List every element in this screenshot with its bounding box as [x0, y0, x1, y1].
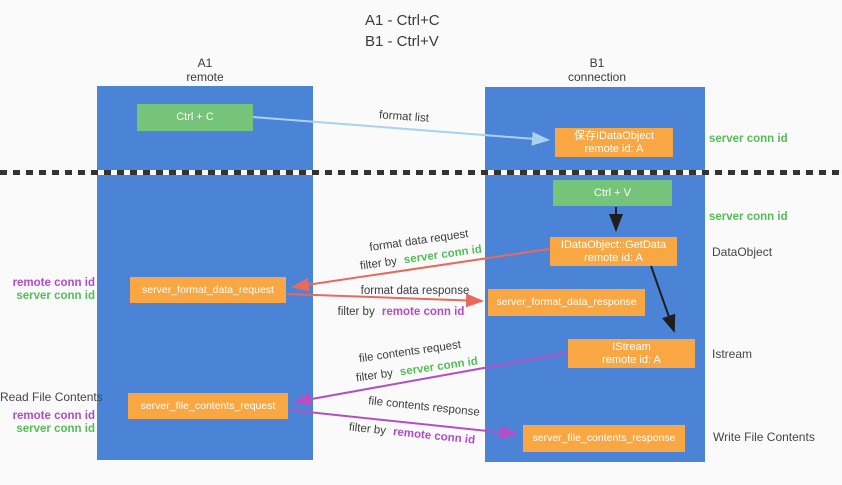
format-response-label: server_format_data_response — [496, 296, 637, 308]
ctrl-v-label: Ctrl + V — [594, 186, 631, 199]
right-server-conn-id-2: server conn id — [709, 211, 788, 223]
istream-line1: IStream — [612, 340, 651, 353]
getdata-line2: remote id: A — [584, 251, 643, 264]
node-save-idataobject: 保存IDataObject remote id: A — [555, 128, 673, 157]
file-response-label: server_file_contents_response — [532, 432, 676, 444]
node-server-file-contents-response: server_file_contents_response — [523, 425, 685, 452]
right-dataobject-label: DataObject — [712, 245, 773, 259]
filter-by-text: filter by — [337, 306, 375, 318]
lifeline-a1-name: A1 — [197, 56, 213, 70]
istream-line2: remote id: A — [602, 353, 661, 366]
file-contents-response-text: file contents response — [367, 395, 481, 419]
remote-conn-id-text: remote conn id — [392, 426, 476, 447]
lifeline-b1-subtitle: connection — [567, 70, 627, 84]
right-istream-label: Istream — [712, 347, 753, 361]
section-divider — [0, 170, 842, 175]
save-idataobject-line1: 保存IDataObject — [573, 129, 655, 142]
ctrl-c-label: Ctrl + C — [176, 111, 214, 123]
label-format-data-response: format data response — [361, 285, 470, 297]
title-line-a1: A1 - Ctrl+C — [365, 12, 440, 29]
node-server-format-data-request: server_format_data_request — [130, 277, 286, 303]
right-write-file-contents-label: Write File Contents — [713, 430, 815, 444]
left-conn-id-pair-2: remote conn id server conn id — [0, 410, 95, 436]
title-line-b1: B1 - Ctrl+V — [365, 33, 439, 50]
lifeline-header-a1: A1 remote — [145, 56, 265, 84]
remote-conn-id-text: remote conn id — [381, 306, 465, 318]
file-request-label: server_file_contents_request — [140, 399, 276, 412]
filter-by-text: filter by — [348, 421, 387, 438]
right-server-conn-id-1: server conn id — [709, 133, 788, 145]
node-istream: IStream remote id: A — [568, 339, 695, 368]
left-read-file-contents-label: Read File Contents — [0, 390, 103, 404]
save-idataobject-line2: remote id: A — [584, 142, 644, 155]
format-request-label: server_format_data_request — [142, 283, 274, 296]
left-remote-conn-id-2: remote conn id — [12, 410, 95, 422]
node-ctrl-c: Ctrl + C — [137, 104, 253, 131]
format-list-text: format list — [378, 109, 430, 125]
node-ctrl-v: Ctrl + V — [553, 180, 672, 206]
filter-by-text: filter by — [359, 255, 398, 273]
lifeline-b1-name: B1 — [589, 56, 605, 70]
getdata-line1: IDataObject::GetData — [560, 238, 667, 251]
format-data-response-text: format data response — [360, 285, 470, 297]
diagram-title: A1 - Ctrl+C B1 - Ctrl+V — [365, 10, 440, 52]
left-server-conn-id-1: server conn id — [16, 290, 95, 302]
left-remote-conn-id-1: remote conn id — [12, 277, 95, 289]
label-file-contents-response: file contents response — [368, 395, 481, 419]
left-server-conn-id-2: server conn id — [16, 423, 95, 435]
node-idataobject-getdata: IDataObject::GetData remote id: A — [550, 237, 677, 266]
lifeline-header-b1: B1 connection — [537, 56, 657, 84]
label-format-list: format list — [379, 109, 430, 124]
lifeline-a1-subtitle: remote — [186, 70, 224, 84]
node-server-format-data-response: server_format_data_response — [488, 289, 645, 316]
left-conn-id-pair-1: remote conn id server conn id — [0, 277, 95, 303]
filter-by-text: filter by — [355, 367, 394, 385]
label-filter-remote-1: filter by remote conn id — [338, 306, 465, 318]
label-filter-remote-2: filter by remote conn id — [348, 421, 475, 446]
node-server-file-contents-request: server_file_contents_request — [128, 393, 288, 419]
server-conn-id-text: server conn id — [399, 355, 479, 379]
